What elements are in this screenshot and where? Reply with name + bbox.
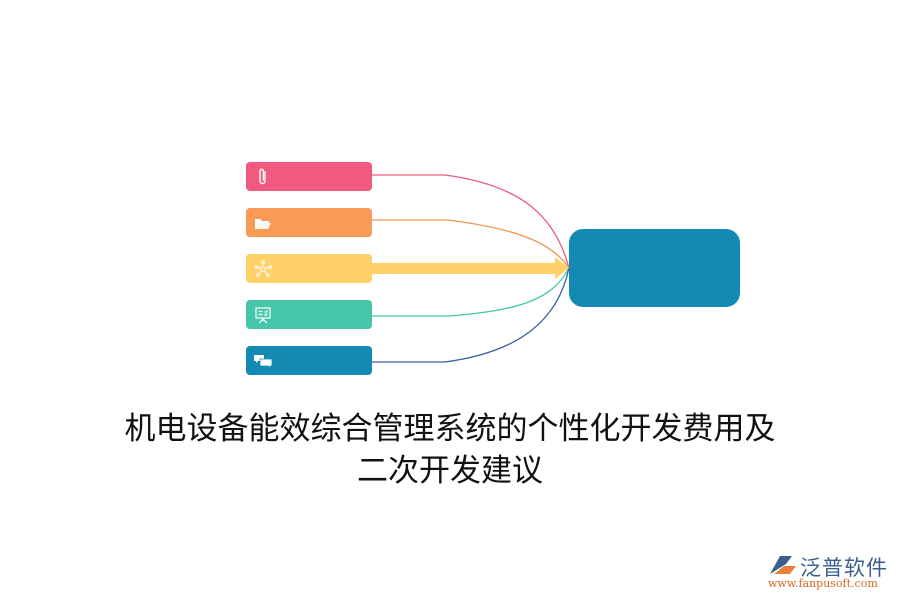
node-3[interactable] — [246, 254, 372, 283]
chat-bubbles-icon — [254, 355, 273, 369]
presentation-board-icon — [255, 307, 271, 324]
connector-4 — [372, 267, 570, 317]
folder-open-icon — [255, 219, 271, 229]
fanpu-logo-icon — [770, 556, 796, 574]
brand-name: 泛普软件 — [800, 556, 888, 580]
brand-logo[interactable]: 泛普软件 www.fanpusoft.com — [764, 552, 894, 594]
connector-2 — [372, 219, 570, 269]
page-title: 机电设备能效综合管理系统的个性化开发费用及 二次开发建议 — [0, 408, 900, 492]
title-line-2: 二次开发建议 — [357, 453, 543, 489]
title-line-1: 机电设备能效综合管理系统的个性化开发费用及 — [124, 411, 776, 447]
central-node[interactable] — [569, 229, 740, 307]
node-5[interactable] — [246, 346, 372, 375]
node-4[interactable] — [246, 300, 372, 329]
brand-url: www.fanpusoft.com — [768, 577, 878, 590]
network-icon — [254, 260, 272, 277]
node-2[interactable] — [246, 208, 372, 237]
connector-1 — [372, 174, 570, 269]
node-1[interactable] — [246, 162, 372, 191]
paperclip-icon — [259, 168, 266, 185]
connector-5 — [372, 267, 570, 363]
connector-3-arrow-shaft — [372, 263, 556, 274]
arrow-head-icon — [555, 257, 569, 279]
